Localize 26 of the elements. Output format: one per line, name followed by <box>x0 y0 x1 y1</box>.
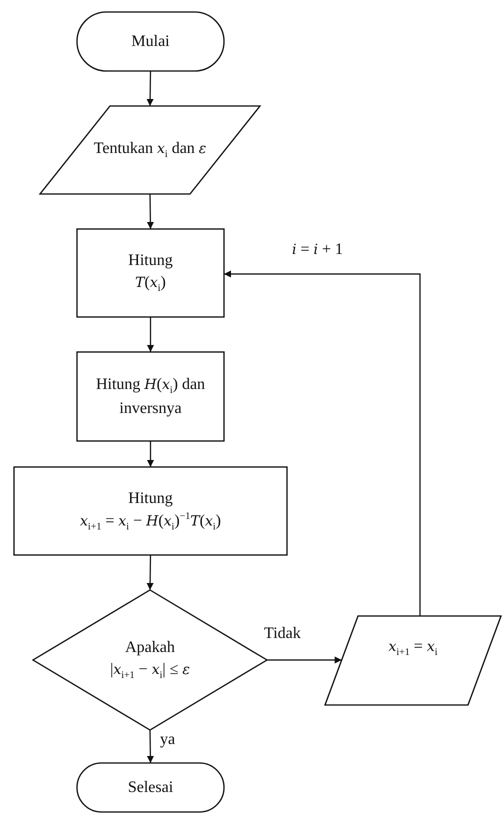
arrow <box>146 194 154 229</box>
process-box <box>14 467 287 555</box>
node-text: Tentukan x$_{i}$ dan ε <box>94 139 206 162</box>
arrow <box>146 555 154 590</box>
arrow <box>147 441 154 467</box>
node-text: Selesai <box>128 778 174 798</box>
process-box <box>77 229 224 317</box>
node-heading: Apakah <box>125 638 175 658</box>
node-heading: Hitung <box>128 251 173 272</box>
arrow <box>146 730 154 763</box>
arrow <box>146 71 154 106</box>
node-text: x$_{i+1}$ = x$_{i}$ <box>388 636 438 660</box>
node-text: Mulai <box>131 32 170 52</box>
start-terminal <box>77 12 224 71</box>
node-text: x$_{i+1}$ = x$_{i}$ − H(x$_{i}$)$^{−1}$T(x$_{i}$) <box>80 510 221 534</box>
output-parallelogram <box>325 616 501 705</box>
arrow <box>147 317 154 352</box>
end-terminal <box>77 763 224 812</box>
arrow <box>224 270 421 616</box>
node-text: T(x$_{i}$) <box>135 272 166 296</box>
process-box <box>77 352 224 441</box>
node-text: Hitung H(x$_{i}$) dan inversnya <box>94 374 206 419</box>
node-text: |x$_{i+1}$ − x$_{i}$| ≤ ε <box>110 660 190 683</box>
arrow <box>267 656 342 664</box>
input-parallelogram <box>40 106 260 194</box>
node-heading: Hitung <box>128 489 173 510</box>
